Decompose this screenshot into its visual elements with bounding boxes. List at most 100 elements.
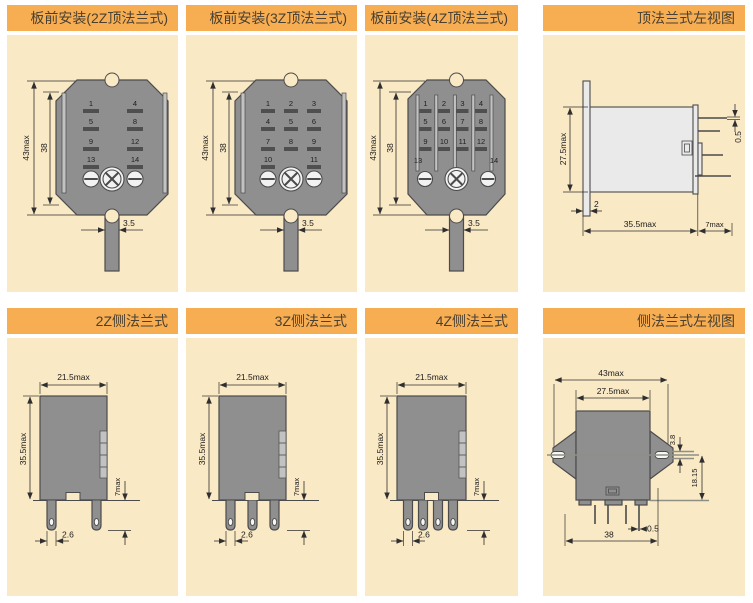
panel-front-4z: 板前安装(4Z顶法兰式) 43max 38 1 2 3 4 5 6 7 8 9 … <box>365 5 518 292</box>
dimension-height: 35.5max <box>197 395 218 500</box>
panel-title: 4Z侧法兰式 <box>365 308 518 334</box>
bottom-notch <box>104 208 120 224</box>
dim-label-below: 18.15 <box>690 469 699 488</box>
pin-label: 4 <box>479 99 483 108</box>
pin-label: 5 <box>423 117 427 126</box>
dimension-pin-length: 7max <box>698 220 733 236</box>
dimension-pin-thickness: 0.5 <box>727 104 743 143</box>
panel-side-4z: 4Z侧法兰式 21.5max 35.5max 7max 2.6 <box>365 308 518 596</box>
pin-label: 3 <box>312 99 316 108</box>
panel-body: 43max 38 1 2 3 4 5 6 7 8 9 10 11 12 13 1… <box>365 35 518 292</box>
pin-label: 9 <box>312 137 316 146</box>
panel-side-2z: 2Z侧法兰式 21.5max 35.5max 7max 2.6 <box>7 308 178 596</box>
dimension-stem-width: 3.5 <box>425 218 488 233</box>
panel-body: 21.5max 35.5max 7max 2.6 <box>365 338 518 596</box>
dim-label-width: 21.5max <box>415 372 448 382</box>
pin-label: 4 <box>133 99 137 108</box>
side-3z-drawing: 21.5max 35.5max 7max 2.6 <box>197 372 319 546</box>
pin-label: 1 <box>423 99 427 108</box>
relay-side-body <box>582 80 731 217</box>
bottom-notch <box>65 492 81 501</box>
panel-title: 顶法兰式左视图 <box>543 5 745 31</box>
dimension-body-width: 27.5max <box>575 386 651 410</box>
dim-label-tab: 3.5 <box>123 218 135 228</box>
dim-label-width: 21.5max <box>236 372 269 382</box>
panel-title: 板前安装(4Z顶法兰式) <box>365 5 518 31</box>
relay-case <box>396 395 467 501</box>
top-flange-left-view-drawing: 27.5max 2 35.5max 7max 0.5 <box>558 80 743 236</box>
dim-label-pin-pitch: 2.6 <box>241 530 253 540</box>
dimension-pin-length: 7max <box>108 478 131 545</box>
pin-label: 13 <box>414 156 422 165</box>
pin-label: 5 <box>289 117 293 126</box>
relay-front-body <box>33 395 140 531</box>
relay-case <box>39 395 108 501</box>
relay-body: 1 2 3 4 5 6 7 8 9 10 11 <box>234 72 348 272</box>
panel-front-3z: 板前安装(3Z顶法兰式) 43max 38 1 2 3 4 5 6 7 8 9 … <box>186 5 357 292</box>
pin-label: 6 <box>442 117 446 126</box>
dim-label-tab: 3.5 <box>302 218 314 228</box>
pin-label: 1 <box>266 99 270 108</box>
dimension-overall-height: 43max <box>200 80 282 216</box>
side-flange-left-view-drawing: 43max 27.5max 3.8 18.15 0.5 <box>547 368 709 546</box>
panel-body: 43max 27.5max 3.8 18.15 0.5 <box>543 338 745 596</box>
pin-label: 10 <box>440 137 448 146</box>
dim-label-width: 21.5max <box>57 372 90 382</box>
panel-body: 43max 38 1 5 9 13 4 8 12 14 3.5 <box>7 35 178 292</box>
pin-label: 2 <box>442 99 446 108</box>
panel-body: 43max 38 1 2 3 4 5 6 7 8 9 10 11 3.5 <box>186 35 357 292</box>
dim-label-pin-length: 7max <box>113 478 122 497</box>
dim-label-flange: 2 <box>594 199 599 209</box>
pin-label: 2 <box>289 99 293 108</box>
dimension-depth: 35.5max <box>582 194 699 236</box>
dim-label-height: 27.5max <box>558 132 568 165</box>
dimension-hole-to-base: 18.15 <box>650 455 709 502</box>
top-notch <box>449 72 464 88</box>
side-latch-detail <box>458 430 467 479</box>
dimension-stem-width: 3.5 <box>260 218 322 233</box>
panel-side-flange-left-view: 侧法兰式左视图 43max 27.5max 3.8 18.15 <box>543 308 745 596</box>
relay-side-body <box>547 410 699 531</box>
dim-label-height: 35.5max <box>375 432 385 465</box>
panel-title: 板前安装(3Z顶法兰式) <box>186 5 357 31</box>
pin-label: 6 <box>312 117 316 126</box>
bottom-notch <box>449 208 464 224</box>
bottom-notch <box>244 492 260 501</box>
pin-label: 9 <box>89 137 93 146</box>
relay-case <box>218 395 287 501</box>
top-notch <box>283 72 299 88</box>
pin-label: 12 <box>131 137 139 146</box>
dim-label-overall: 43max <box>200 134 210 160</box>
dimension-span: 38 <box>564 488 659 546</box>
dimension-body-height: 27.5max <box>558 106 588 193</box>
dim-label-tab: 3.5 <box>468 218 480 228</box>
panel-title: 侧法兰式左视图 <box>543 308 745 334</box>
front-2z-drawing: 43max 38 1 5 9 13 4 8 12 14 3.5 <box>21 72 169 272</box>
panel-side-3z: 3Z侧法兰式 21.5max 35.5max 7max 2.6 <box>186 308 357 596</box>
pin-label: 1 <box>89 99 93 108</box>
relay-body: 1 5 9 13 4 8 12 14 <box>55 72 169 272</box>
dimension-width: 21.5max <box>396 372 467 394</box>
dim-label-pin-pitch: 2.6 <box>62 530 74 540</box>
panel-body: 21.5max 35.5max 7max 2.6 <box>7 338 178 596</box>
dim-label-depth: 35.5max <box>624 219 657 229</box>
top-notch <box>104 72 120 88</box>
dim-label-overall: 43max <box>598 368 624 378</box>
dim-label-pin-length: 7max <box>292 478 301 497</box>
dimension-pin-pitch: 2.6 <box>391 530 430 546</box>
dim-label-inner: 38 <box>218 143 228 153</box>
pin-label: 14 <box>131 155 139 164</box>
panel-title: 3Z侧法兰式 <box>186 308 357 334</box>
side-latch-detail <box>99 430 108 479</box>
flange-plate <box>582 80 591 217</box>
pin-label: 8 <box>289 137 293 146</box>
pin-label: 9 <box>423 137 427 146</box>
dimension-slot-height: 3.8 <box>668 435 694 473</box>
side-latch-detail <box>278 430 287 479</box>
relay-front-body <box>390 395 499 531</box>
pin-label: 12 <box>477 137 485 146</box>
pin-label: 3 <box>460 99 464 108</box>
dimension-pin-length: 7max <box>287 478 310 545</box>
latch-detail <box>681 140 693 156</box>
latch-detail <box>605 486 620 496</box>
